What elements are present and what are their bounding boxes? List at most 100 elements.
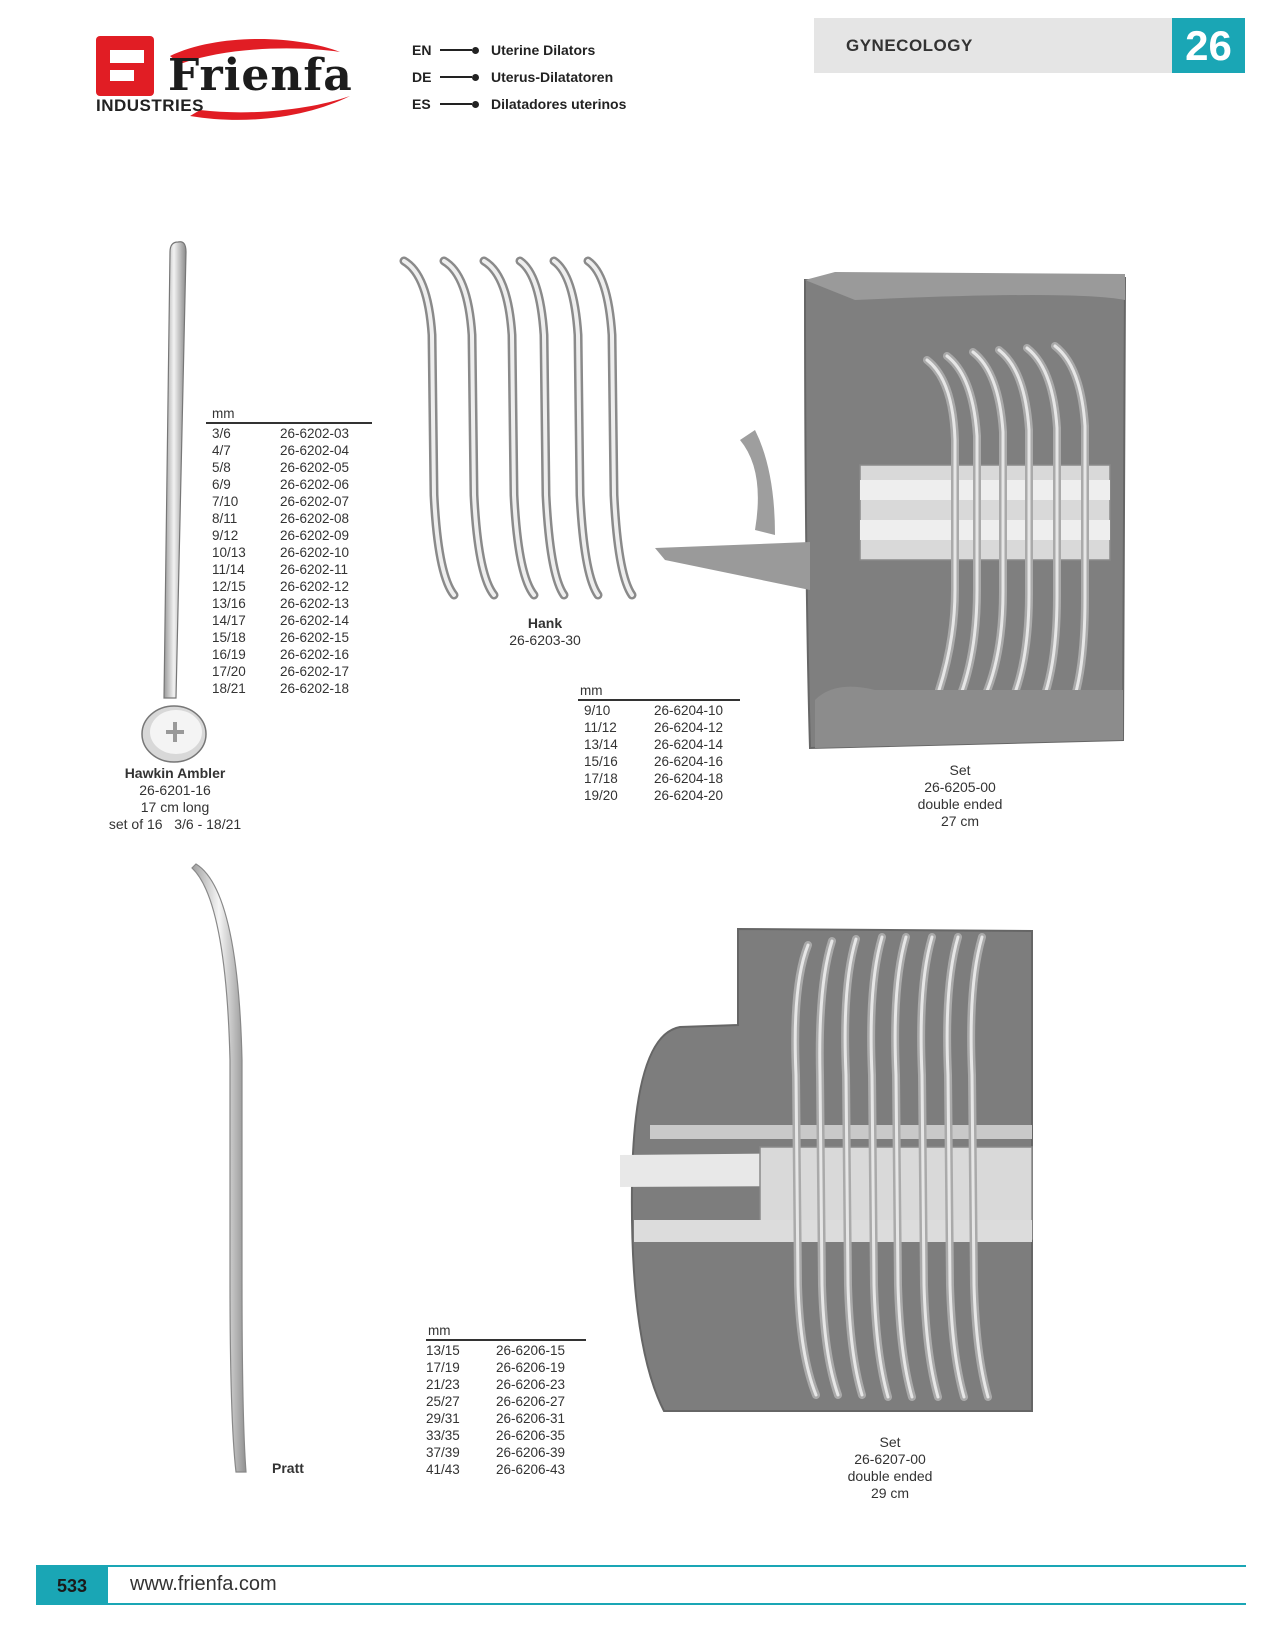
- set-29cm-roll-image: [620, 927, 1033, 1412]
- set-label: Set: [879, 1434, 901, 1450]
- website-link[interactable]: www.frienfa.com: [130, 1573, 277, 1595]
- item-code: 26-6202-07: [280, 493, 350, 509]
- pratt-dilator-image: [191, 863, 247, 1473]
- size-mm: 3/6: [212, 425, 231, 441]
- hank-caption: Hank 26-6203-30: [474, 615, 616, 649]
- set-length: 29 cm: [870, 1485, 910, 1501]
- item-code: 26-6202-03: [280, 425, 350, 441]
- size-mm: 4/7: [212, 442, 231, 458]
- item-code: 26-6206-19: [496, 1359, 566, 1375]
- set-27cm-roll-image: [655, 272, 1127, 750]
- item-code: 26-6204-18: [654, 770, 724, 786]
- category-bar: [814, 18, 1174, 73]
- size-mm: 15/18: [212, 629, 246, 645]
- lang-code: EN: [412, 42, 432, 58]
- item-code: 26-6204-10: [654, 702, 724, 718]
- item-code: 26-6204-14: [654, 736, 724, 752]
- footer-rule-bottom: [36, 1603, 1246, 1605]
- size-mm: 21/23: [426, 1376, 460, 1392]
- pratt-name: Pratt: [272, 1460, 304, 1476]
- lang-row-en: EN Uterine Dilators: [412, 39, 595, 61]
- item-code: 26-6206-27: [496, 1393, 566, 1409]
- size-mm: 17/19: [426, 1359, 460, 1375]
- set-code: 26-6207-00: [854, 1451, 926, 1467]
- table-header: mm: [580, 683, 603, 698]
- size-mm: 41/43: [426, 1461, 460, 1477]
- item-code: 26-6202-13: [280, 595, 350, 611]
- item-code: 26-6202-16: [280, 646, 350, 662]
- product-length: 17 cm long: [140, 799, 210, 815]
- item-code: 26-6204-16: [654, 753, 724, 769]
- set-length: 27 cm: [940, 813, 980, 829]
- item-code: 26-6202-10: [280, 544, 350, 560]
- set-code: 26-6205-00: [924, 779, 996, 795]
- table-row: 17/19 26-6206-19: [426, 1359, 586, 1376]
- item-code: 26-6202-09: [280, 527, 350, 543]
- table-row: 7/10 26-6202-07: [206, 493, 372, 510]
- size-mm: 9/12: [212, 527, 239, 543]
- table-row: 17/20 26-6202-17: [206, 663, 372, 680]
- table-row: 13/14 26-6204-14: [578, 736, 740, 753]
- size-mm: 18/21: [212, 680, 246, 696]
- size-mm: 19/20: [584, 787, 618, 803]
- set-desc: double ended: [917, 796, 1003, 812]
- item-code: 26-6202-17: [280, 663, 350, 679]
- size-mm: 6/9: [212, 476, 231, 492]
- lang-row-es: ES Dilatadores uterinos: [412, 93, 626, 115]
- table-row: 12/15 26-6202-12: [206, 578, 372, 595]
- hawkin-caption: Hawkin Ambler 26-6201-16 17 cm long set …: [80, 765, 270, 833]
- lang-text: Uterine Dilators: [491, 42, 596, 58]
- size-mm: 37/39: [426, 1444, 460, 1460]
- table-header: mm: [428, 1323, 451, 1338]
- product-set-info: set of 16 3/6 - 18/21: [108, 816, 242, 832]
- product-name: Hawkin Ambler: [124, 765, 226, 781]
- brand-logo-mark: [96, 36, 154, 96]
- set-label: Set: [949, 762, 971, 778]
- set-29cm-caption: Set 26-6207-00 double ended 29 cm: [820, 1434, 960, 1502]
- size-mm: 14/17: [212, 612, 246, 628]
- table-row: 14/17 26-6202-14: [206, 612, 372, 629]
- lang-code: DE: [412, 69, 432, 85]
- size-mm: 7/10: [212, 493, 239, 509]
- table-row: 18/21 26-6202-18: [206, 680, 372, 697]
- item-code: 26-6202-12: [280, 578, 350, 594]
- lang-row-de: DE Uterus-Dilatatoren: [412, 66, 613, 88]
- size-mm: 16/19: [212, 646, 246, 662]
- item-code: 26-6202-18: [280, 680, 350, 696]
- product-code: 26-6203-30: [509, 632, 581, 648]
- product-name: Hank: [527, 615, 563, 631]
- table-row: 29/31 26-6206-31: [426, 1410, 586, 1427]
- item-code: 26-6206-35: [496, 1427, 566, 1443]
- size-mm: 13/14: [584, 736, 618, 752]
- table-row: 16/19 26-6202-16: [206, 646, 372, 663]
- hank-dilators-image: [399, 256, 637, 600]
- lang-code: ES: [412, 96, 431, 112]
- table-row: 3/6 26-6202-03: [206, 425, 372, 442]
- lang-text: Dilatadores uterinos: [491, 96, 627, 112]
- category-title: GYNECOLOGY: [846, 36, 973, 55]
- table-row: 13/16 26-6202-13: [206, 595, 372, 612]
- set-desc: double ended: [847, 1468, 933, 1484]
- item-code: 26-6202-14: [280, 612, 350, 628]
- size-mm: 13/16: [212, 595, 246, 611]
- lang-text: Uterus-Dilatatoren: [491, 69, 614, 85]
- size-mm: 11/12: [584, 719, 617, 735]
- size-mm: 12/15: [212, 578, 246, 594]
- item-code: 26-6206-31: [496, 1410, 566, 1426]
- item-code: 26-6202-11: [280, 561, 349, 577]
- size-mm: 29/31: [426, 1410, 460, 1426]
- size-mm: 17/20: [212, 663, 246, 679]
